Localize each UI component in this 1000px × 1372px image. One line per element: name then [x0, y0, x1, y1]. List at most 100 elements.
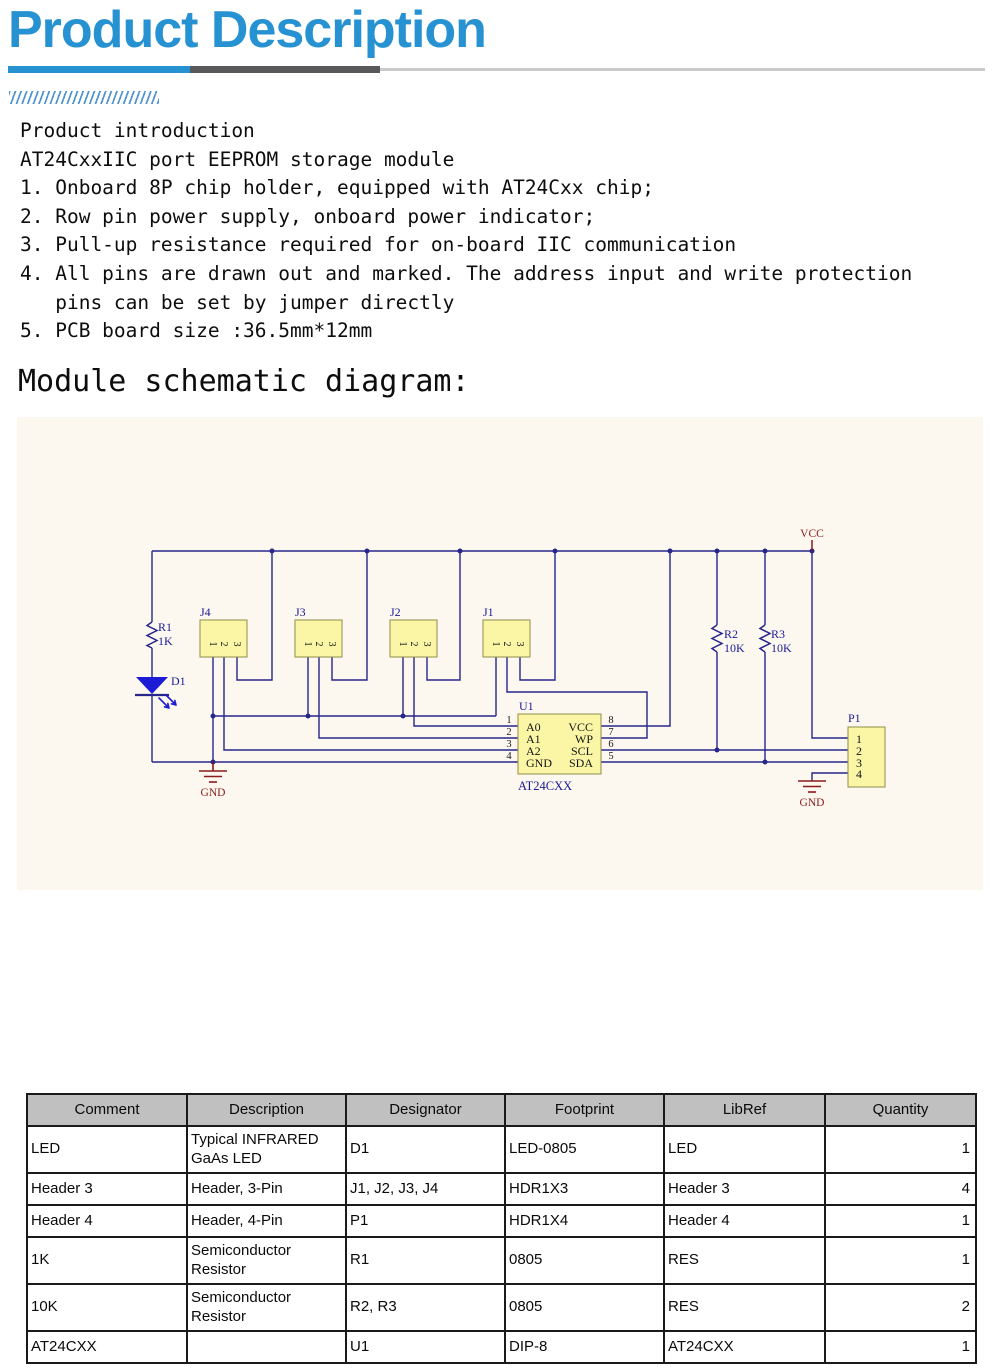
pin-number: 1 — [856, 732, 862, 746]
divider-light-segment — [380, 68, 985, 71]
table-row: Header 3 Header, 3-Pin J1, J2, J3, J4 HD… — [26, 1172, 977, 1206]
vcc-label: VCC — [800, 528, 824, 540]
header-pin-number: 3 — [326, 642, 337, 647]
resistor-value-label: 10K — [771, 641, 792, 655]
table-cell: 0805 — [504, 1236, 665, 1285]
resistor-ref-label: R2 — [724, 627, 738, 641]
schematic-heading: Module schematic diagram: — [18, 364, 470, 399]
header-ref-label: J1 — [483, 605, 494, 619]
header-ref-label: P1 — [848, 711, 861, 725]
pin-name: SCL — [571, 744, 593, 758]
table-cell: 1K — [26, 1236, 188, 1285]
header-pin-number: 3 — [231, 642, 242, 647]
table-header-row: Comment Description Designator Footprint… — [26, 1093, 977, 1127]
header-j4: J4 1 2 3 — [199, 605, 248, 658]
table-cell: R2, R3 — [345, 1283, 506, 1332]
chip-ref-label: U1 — [519, 699, 534, 713]
product-intro-section: Product introduction AT24CxxIIC port EEP… — [20, 117, 912, 346]
table-cell: LED — [663, 1125, 826, 1174]
table-cell: Header, 4-Pin — [186, 1204, 347, 1238]
table-cell: Typical INFRARED GaAs LED — [186, 1125, 347, 1174]
header-ref-label: J2 — [390, 605, 401, 619]
slashes-decoration — [9, 91, 159, 104]
resistor-value-label: 1K — [158, 634, 173, 648]
header-j2: J2 1 2 3 — [389, 605, 438, 658]
table-cell: Header 3 — [663, 1172, 826, 1206]
chip-u1: U1 AT24CXX 1 2 3 4 8 7 6 5 A0 A1 A2 GND … — [506, 699, 613, 793]
pin-number: 5 — [608, 751, 613, 762]
feature-list-item: 2. Row pin power supply, onboard power i… — [20, 204, 596, 228]
resistor-r3-symbol — [758, 624, 772, 653]
resistor-symbols — [145, 621, 772, 653]
bom-table: Comment Description Designator Footprint… — [26, 1093, 977, 1364]
table-cell: 1 — [824, 1125, 977, 1174]
header-ref-label: J3 — [295, 605, 306, 619]
pin-name: A1 — [526, 732, 541, 746]
table-cell: 0805 — [504, 1283, 665, 1332]
feature-list-item-wrap: pins can be set by jumper directly — [20, 290, 455, 314]
header-j3: J3 1 2 3 — [294, 605, 343, 658]
table-cell: Header 4 — [663, 1204, 826, 1238]
led-light-arrows — [158, 694, 177, 709]
table-cell: Header, 3-Pin — [186, 1172, 347, 1206]
wires — [151, 550, 848, 781]
schematic-canvas: VCC GND GND J4 1 2 3 J3 1 2 3 J2 1 2 3 J… — [17, 417, 983, 890]
header-pin-number: 1 — [302, 642, 313, 647]
header-j1: J1 1 2 3 — [482, 605, 531, 658]
table-header-cell: Quantity — [824, 1093, 977, 1127]
pin-name: VCC — [568, 720, 593, 734]
table-header-cell: Comment — [26, 1093, 188, 1127]
table-cell: 1 — [824, 1236, 977, 1285]
intro-line: Product introduction — [20, 119, 255, 142]
pin-name: A2 — [526, 744, 541, 758]
table-row: Header 4 Header, 4-Pin P1 HDR1X4 Header … — [26, 1204, 977, 1238]
resistor-ref-label: R1 — [158, 620, 172, 634]
chip-part-label: AT24CXX — [518, 779, 572, 793]
table-cell: U1 — [345, 1330, 506, 1364]
junction-dots — [210, 548, 815, 765]
table-cell: RES — [663, 1236, 826, 1285]
divider-dark-segment — [190, 66, 380, 73]
feature-list-item: 5. PCB board size :36.5mm*12mm — [20, 319, 373, 343]
header-pin-number: 2 — [501, 642, 512, 647]
gnd-right-label: GND — [800, 797, 825, 809]
pin-name: SDA — [569, 756, 593, 770]
table-header-cell: Description — [186, 1093, 347, 1127]
intro-line: AT24CxxIIC port EEPROM storage module — [20, 147, 455, 171]
resistor-r2-symbol — [710, 624, 724, 653]
gnd-right-symbol — [798, 780, 826, 793]
led-ref-label: D1 — [171, 674, 186, 688]
table-cell: 1 — [824, 1204, 977, 1238]
table-cell: 2 — [824, 1283, 977, 1332]
table-cell: RES — [663, 1283, 826, 1332]
page-title: Product Description — [8, 1, 487, 59]
table-cell: Semiconductor Resistor — [186, 1283, 347, 1332]
table-cell: R1 — [345, 1236, 506, 1285]
schematic-diagram: VCC GND GND J4 1 2 3 J3 1 2 3 J2 1 2 3 J… — [135, 528, 886, 809]
header-pin-number: 3 — [514, 642, 525, 647]
table-cell: Header 4 — [26, 1204, 188, 1238]
table-cell: AT24CXX — [26, 1330, 188, 1364]
table-cell — [186, 1330, 347, 1364]
header-pin-number: 2 — [408, 642, 419, 647]
header-p1: P1 1 2 3 4 — [847, 711, 886, 788]
pin-name: WP — [575, 732, 593, 746]
pin-number: 6 — [608, 739, 613, 750]
table-header-cell: Designator — [345, 1093, 506, 1127]
table-cell: Semiconductor Resistor — [186, 1236, 347, 1285]
table-cell: LED-0805 — [504, 1125, 665, 1174]
header-ref-label: J4 — [200, 605, 211, 619]
header-pin-number: 3 — [421, 642, 432, 647]
table-cell: Header 3 — [26, 1172, 188, 1206]
header-pin-number: 2 — [218, 642, 229, 647]
table-cell: J1, J2, J3, J4 — [345, 1172, 506, 1206]
pin-number: 4 — [506, 751, 512, 762]
pin-number: 7 — [608, 727, 613, 738]
pin-number: 2 — [506, 727, 511, 738]
resistor-r1-symbol — [145, 621, 159, 649]
table-header-cell: LibRef — [663, 1093, 826, 1127]
table-cell: AT24CXX — [663, 1330, 826, 1364]
pin-name: GND — [526, 756, 552, 770]
gnd-left-label: GND — [201, 787, 226, 799]
table-row: 10K Semiconductor Resistor R2, R3 0805 R… — [26, 1283, 977, 1332]
